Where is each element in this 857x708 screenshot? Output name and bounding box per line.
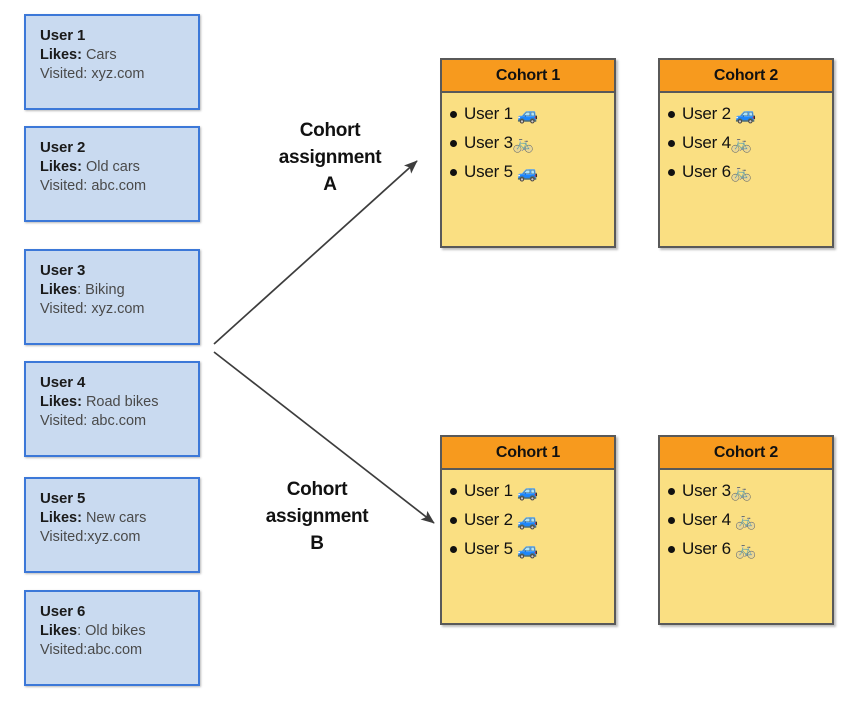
user-likes-label: Likes [40, 623, 78, 639]
list-item: User 4🚲 [668, 129, 832, 158]
assignment-a-label-line1: Cohort [299, 120, 361, 141]
user-likes: Likes: Cars [40, 46, 198, 65]
member-label: User 3 [682, 481, 731, 500]
cohort-title: Cohort 1 [442, 60, 614, 93]
cohort-box-a-1: Cohort 1 User 1 🚙 User 3🚲 User 5 🚙 [440, 58, 616, 248]
cohort-title: Cohort 1 [442, 437, 614, 470]
member-label: User 1 [464, 104, 513, 123]
bicycle-emoji: 🚲 [735, 511, 757, 530]
user-name: User 6 [40, 603, 86, 620]
user-likes: Likes: New cars [40, 509, 198, 528]
cohort-box-b-1: Cohort 1 User 1 🚙 User 2 🚙 User 5 🚙 [440, 435, 616, 625]
user-visited: Visited:xyz.com [40, 529, 141, 545]
user-card-3: User 3 Likes: Biking Visited: xyz.com [24, 249, 200, 345]
list-item: User 5 🚙 [450, 535, 614, 564]
member-label: User 2 [682, 104, 731, 123]
user-likes-value: Old cars [81, 159, 140, 175]
car-emoji: 🚙 [517, 163, 539, 182]
user-name: User 2 [40, 139, 86, 156]
user-card-5: User 5 Likes: New cars Visited:xyz.com [24, 477, 200, 573]
list-item: User 2 🚙 [450, 506, 614, 535]
user-likes: Likes: Old bikes [40, 622, 198, 641]
user-likes-label: Likes: [40, 159, 82, 175]
user-visited: Visited: abc.com [40, 178, 147, 194]
assignment-a-label: Cohort assignment A [235, 117, 425, 198]
bicycle-emoji: 🚲 [730, 482, 752, 501]
member-label: User 6 [682, 539, 731, 558]
cohort-member-list: User 1 🚙 User 3🚲 User 5 🚙 [442, 93, 614, 187]
member-label: User 4 [682, 133, 731, 152]
list-item: User 3🚲 [668, 477, 832, 506]
user-card-1: User 1 Likes: Cars Visited: xyz.com [24, 14, 200, 110]
list-item: User 2 🚙 [668, 100, 832, 129]
car-emoji: 🚙 [517, 105, 539, 124]
assignment-a-label-line3: A [323, 174, 337, 195]
member-label: User 5 [464, 539, 513, 558]
list-item: User 3🚲 [450, 129, 614, 158]
cohort-title: Cohort 2 [660, 437, 832, 470]
member-label: User 4 [682, 510, 731, 529]
user-likes-value: Road bikes [81, 394, 159, 410]
assignment-b-label: Cohort assignment B [222, 476, 412, 557]
member-label: User 2 [464, 510, 513, 529]
list-item: User 1 🚙 [450, 100, 614, 129]
cohort-title: Cohort 2 [660, 60, 832, 93]
cohort-box-b-2: Cohort 2 User 3🚲 User 4 🚲 User 6 🚲 [658, 435, 834, 625]
user-likes-value: New cars [81, 510, 147, 526]
bicycle-emoji: 🚲 [512, 134, 534, 153]
user-likes-value: : Biking [77, 282, 125, 298]
user-likes-label: Likes: [40, 394, 82, 410]
assignment-b-label-line1: Cohort [286, 479, 348, 500]
user-visited: Visited: xyz.com [40, 66, 145, 82]
list-item: User 4 🚲 [668, 506, 832, 535]
car-emoji: 🚙 [517, 482, 539, 501]
cohort-box-a-2: Cohort 2 User 2 🚙 User 4🚲 User 6🚲 [658, 58, 834, 248]
user-likes-label: Likes: [40, 510, 82, 526]
user-likes-value: : Old bikes [77, 623, 146, 639]
user-name: User 5 [40, 490, 86, 507]
car-emoji: 🚙 [517, 511, 539, 530]
bicycle-emoji: 🚲 [730, 163, 752, 182]
car-emoji: 🚙 [517, 540, 539, 559]
member-label: User 5 [464, 162, 513, 181]
user-likes-value: Cars [81, 47, 117, 63]
cohort-member-list: User 1 🚙 User 2 🚙 User 5 🚙 [442, 470, 614, 564]
member-label: User 3 [464, 133, 513, 152]
cohort-member-list: User 3🚲 User 4 🚲 User 6 🚲 [660, 470, 832, 564]
user-likes-label: Likes: [40, 47, 82, 63]
list-item: User 1 🚙 [450, 477, 614, 506]
user-name: User 3 [40, 262, 86, 279]
user-likes: Likes: Biking [40, 281, 198, 300]
list-item: User 6🚲 [668, 158, 832, 187]
list-item: User 6 🚲 [668, 535, 832, 564]
member-label: User 6 [682, 162, 731, 181]
user-visited: Visited: abc.com [40, 413, 147, 429]
user-card-2: User 2 Likes: Old cars Visited: abc.com [24, 126, 200, 222]
user-likes: Likes: Old cars [40, 158, 198, 177]
cohort-member-list: User 2 🚙 User 4🚲 User 6🚲 [660, 93, 832, 187]
user-likes-label: Likes [40, 282, 78, 298]
user-name: User 4 [40, 374, 86, 391]
user-visited: Visited: xyz.com [40, 301, 145, 317]
member-label: User 1 [464, 481, 513, 500]
assignment-a-label-line2: assignment [278, 147, 382, 168]
bicycle-emoji: 🚲 [735, 540, 757, 559]
user-card-4: User 4 Likes: Road bikes Visited: abc.co… [24, 361, 200, 457]
user-name: User 1 [40, 27, 86, 44]
bicycle-emoji: 🚲 [730, 134, 752, 153]
user-visited: Visited:abc.com [40, 642, 143, 658]
car-emoji: 🚙 [735, 105, 757, 124]
assignment-b-label-line2: assignment [265, 506, 369, 527]
list-item: User 5 🚙 [450, 158, 614, 187]
user-likes: Likes: Road bikes [40, 393, 198, 412]
user-card-6: User 6 Likes: Old bikes Visited:abc.com [24, 590, 200, 686]
assignment-b-label-line3: B [310, 533, 324, 554]
